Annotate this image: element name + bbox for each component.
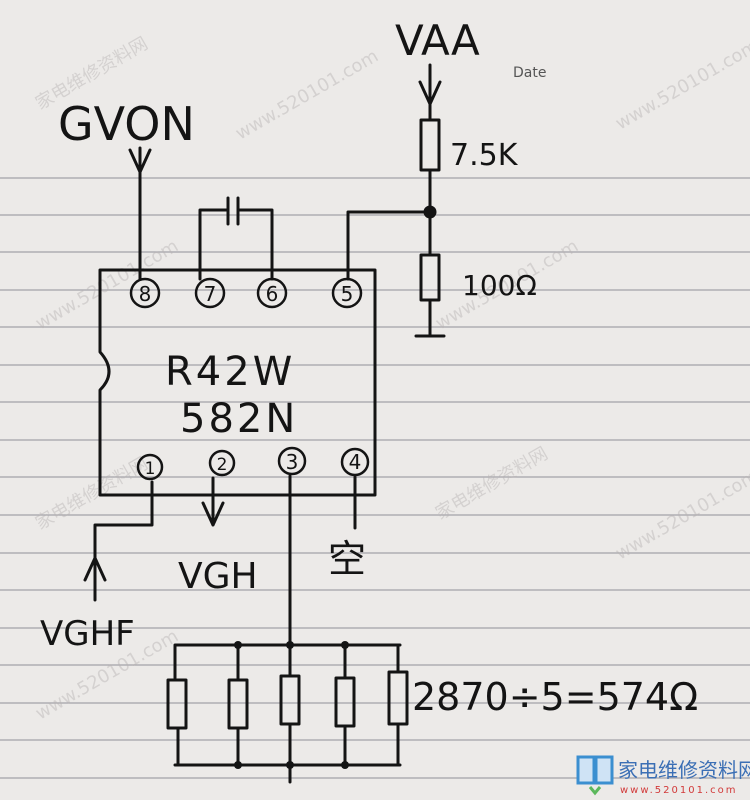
svg-text:5: 5 <box>341 282 354 306</box>
calculation-note: 2870÷5=574Ω <box>412 675 698 719</box>
pin4-note: 空 <box>328 537 366 581</box>
svg-text:www.520101.com: www.520101.com <box>612 36 750 135</box>
svg-text:8: 8 <box>139 282 152 306</box>
ic-body <box>98 268 377 497</box>
svg-text:家电维修资料网: 家电维修资料网 <box>618 758 750 782</box>
pin5-wire <box>346 210 432 281</box>
resistor-100 <box>419 253 441 302</box>
pin1-wire <box>83 480 154 602</box>
svg-text:6: 6 <box>266 282 279 306</box>
book-icon <box>576 755 614 796</box>
gvon-label: GVON <box>58 97 195 151</box>
capacitor <box>198 196 274 281</box>
pin-numbers: 8 7 6 5 1 2 3 4 <box>139 282 362 479</box>
vaa-arrow <box>418 63 442 122</box>
vgh-label: VGH <box>178 556 258 597</box>
vghf-label: VGHF <box>40 614 135 654</box>
chip-marking-2: 582N <box>180 396 298 442</box>
svg-text:1: 1 <box>145 459 156 479</box>
resistor-7k5 <box>419 118 441 172</box>
ground <box>414 298 446 338</box>
pin-circles <box>129 277 370 481</box>
date-label: Date <box>513 65 546 81</box>
r-top-label: 7.5K <box>450 138 519 173</box>
r-bottom-label: 100Ω <box>462 269 537 302</box>
gvon-arrow <box>128 146 152 281</box>
svg-text:www.520101.com: www.520101.com <box>32 236 182 335</box>
junction-dot <box>423 205 437 219</box>
vgh-arrow <box>201 476 225 527</box>
svg-text:www.520101.com: www.520101.com <box>620 785 738 796</box>
parallel-resistors <box>166 670 409 730</box>
svg-text:4: 4 <box>349 450 362 474</box>
site-logo: 家电维修资料网 www.520101.com <box>576 755 750 796</box>
svg-text:www.520101.com: www.520101.com <box>232 46 382 145</box>
chip-marking-1: R42W <box>165 349 295 395</box>
svg-text:2: 2 <box>217 455 228 475</box>
vaa-label: VAA <box>395 16 480 65</box>
svg-text:7: 7 <box>204 282 217 306</box>
svg-text:家电维修资料网: 家电维修资料网 <box>432 443 552 524</box>
svg-text:3: 3 <box>286 450 299 474</box>
